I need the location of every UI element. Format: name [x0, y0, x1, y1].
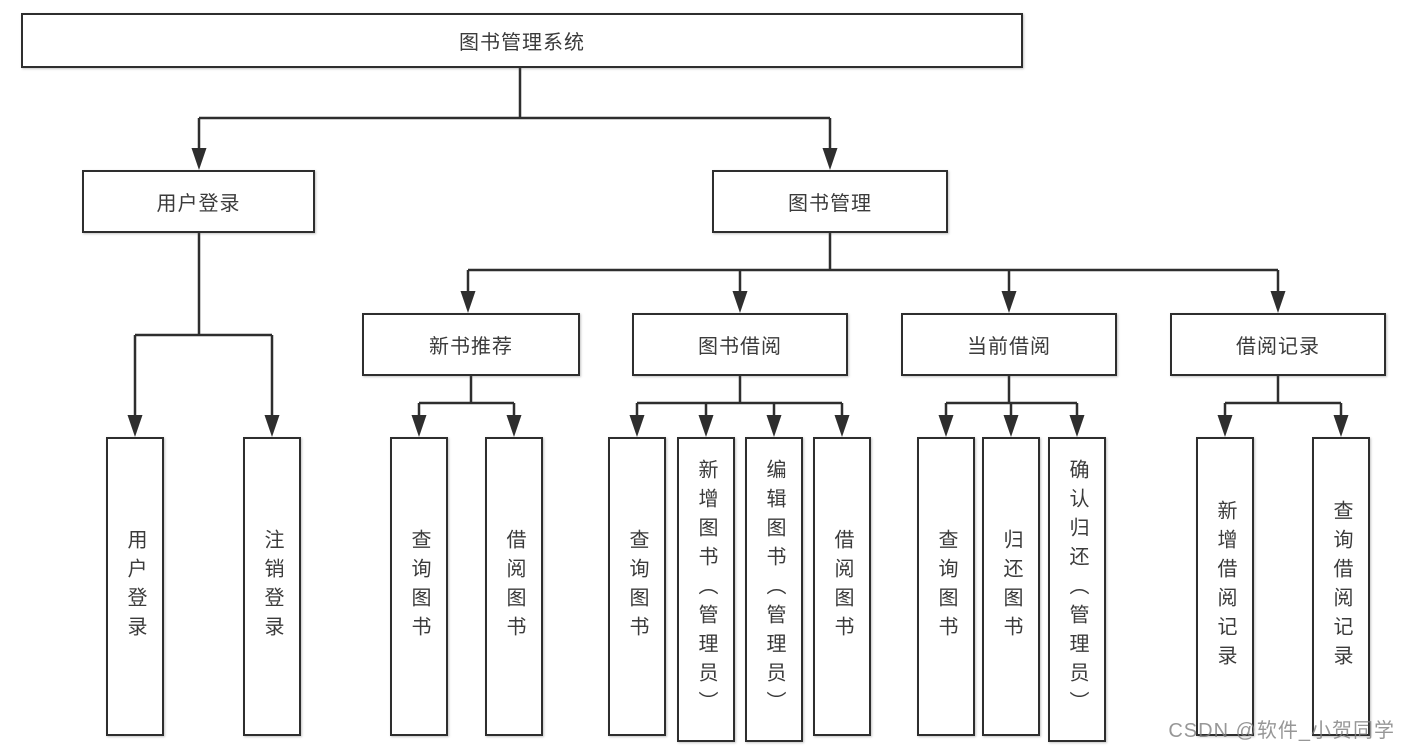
leaf-query-books-recommend: 查询图书: [390, 437, 448, 736]
node-label: 借阅图书: [503, 528, 525, 645]
node-label: 新增借阅记录: [1214, 499, 1236, 674]
csdn-watermark: CSDN @软件_小贺同学: [1168, 720, 1395, 742]
node-label: 注销登录: [261, 528, 283, 645]
node-book-management: 图书管理: [712, 170, 948, 233]
leaf-user-login: 用户登录: [106, 437, 164, 736]
node-book-borrowing: 图书借阅: [632, 313, 848, 376]
leaf-confirm-return-admin: 确认归还（管理员）: [1048, 437, 1106, 742]
leaf-query-borrow-record: 查询借阅记录: [1312, 437, 1370, 736]
leaf-add-books-admin: 新增图书（管理员）: [677, 437, 735, 742]
node-label: 图书管理系统: [459, 32, 585, 54]
node-label: 查询图书: [935, 528, 957, 645]
leaf-return-books: 归还图书: [982, 437, 1040, 736]
node-label: 确认归还（管理员）: [1066, 459, 1088, 720]
arrowhead-icons: [127, 148, 1349, 437]
leaf-query-books-current: 查询图书: [917, 437, 975, 736]
node-label: 查询图书: [626, 528, 648, 645]
node-label: 图书借阅: [698, 336, 782, 358]
node-user-login: 用户登录: [82, 170, 315, 233]
node-label: 当前借阅: [967, 336, 1051, 358]
node-new-book-recommend: 新书推荐: [362, 313, 580, 376]
node-label: 用户登录: [124, 528, 146, 645]
node-label: 新书推荐: [429, 336, 513, 358]
node-label: 归还图书: [1000, 528, 1022, 645]
node-label: 借阅图书: [831, 528, 853, 645]
leaf-query-books-borrow: 查询图书: [608, 437, 666, 736]
node-label: 查询图书: [408, 528, 430, 645]
node-label: 借阅记录: [1236, 336, 1320, 358]
node-label: 编辑图书（管理员）: [763, 459, 785, 720]
leaf-add-borrow-record: 新增借阅记录: [1196, 437, 1254, 736]
node-label: 新增图书（管理员）: [695, 459, 717, 720]
leaf-borrow-books: 借阅图书: [813, 437, 871, 736]
node-label: 用户登录: [156, 193, 241, 215]
node-label: 图书管理: [788, 193, 872, 215]
node-current-borrowing: 当前借阅: [901, 313, 1117, 376]
leaf-logout: 注销登录: [243, 437, 301, 736]
leaf-borrow-books-recommend: 借阅图书: [485, 437, 543, 736]
node-label: 查询借阅记录: [1330, 499, 1352, 674]
node-borrowing-records: 借阅记录: [1170, 313, 1386, 376]
leaf-edit-books-admin: 编辑图书（管理员）: [745, 437, 803, 742]
node-library-management-system: 图书管理系统: [21, 13, 1023, 68]
